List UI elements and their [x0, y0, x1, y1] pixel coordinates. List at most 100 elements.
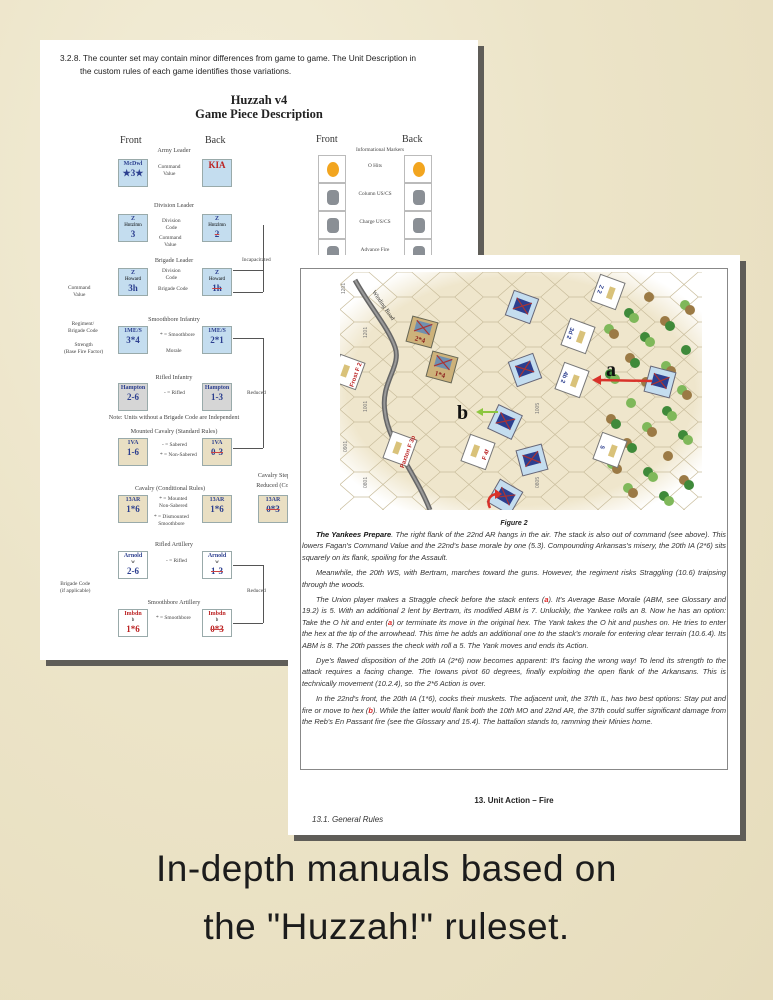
leader-counter-text: 3d 2	[564, 326, 574, 340]
marker-label: Charge US/CS	[359, 219, 391, 225]
leader-counter: F 4f	[460, 433, 496, 471]
annotation-strength: Strength(Base Fire Factor)	[64, 342, 104, 355]
section-cavalry-step-2: Reduced (Con	[256, 482, 292, 489]
example-text: The Yankees Prepare. The right flank of …	[302, 529, 726, 732]
annotation-rifled: - = Rifled	[164, 390, 186, 396]
paragraph-2: Meanwhile, the 20th WS, with Bertram, ma…	[302, 568, 726, 589]
counter-bottom-text: 2	[214, 229, 220, 239]
counter-top-text: Hampton	[204, 385, 230, 391]
section-cavalry-conditional: Cavalry (Conditional Rules)	[134, 485, 206, 492]
counter-bottom-text: 1*6	[210, 504, 224, 514]
subsection-heading: 13.1. General Rules	[312, 815, 384, 824]
paragraph-4: Dye's flawed disposition of the 20th IA …	[302, 656, 726, 688]
tree-icon	[630, 358, 640, 368]
title-line-2: Game Piece Description	[195, 107, 323, 121]
counter-top-text: Imbdn	[208, 611, 226, 617]
label-a: a	[606, 359, 616, 381]
intro-paragraph: 3.2.8. The counter set may contain minor…	[60, 52, 472, 78]
union-infantry-counter	[643, 365, 677, 399]
counter-top-text: Hampton	[120, 385, 146, 391]
annotation-incapacitated: Incapacitated	[242, 257, 271, 263]
leader-counter-text: Z 2	[595, 284, 604, 295]
counter-bottom-text: 1h	[212, 283, 222, 293]
soldier-marker-icon	[318, 183, 346, 211]
counter-top-text: Imbdn	[124, 611, 142, 617]
union-infantry-counter	[507, 352, 543, 388]
arrow-b-head	[476, 408, 483, 416]
markers-title: Informational Markers	[355, 147, 405, 153]
markers-back-header: Back	[402, 134, 423, 145]
annotation-morale: Morale	[166, 348, 182, 354]
hex-number: 0801	[363, 477, 369, 488]
leader-counter: 5	[592, 431, 628, 469]
counter-top-text: Z	[214, 216, 219, 222]
counter-bottom-text: 1*6	[126, 504, 140, 514]
counter-army-back: KIA	[202, 159, 232, 187]
counter-top-text: Z	[214, 270, 219, 276]
marker-label: Advance Fire	[360, 247, 390, 253]
section-smoothbore-artillery: Smoothbore Artillery	[147, 599, 201, 606]
counter-top-text: Arnold	[207, 553, 227, 559]
counter-mid-text: Howard	[124, 277, 142, 282]
union-infantry-counter	[487, 404, 523, 440]
tree-icon	[663, 451, 673, 461]
section-army-leader: Army Leader	[157, 147, 191, 154]
section-mounted-cavalry: Mounted Cavalry (Standard Rules)	[130, 428, 218, 435]
counter-top-text: 13AR	[209, 497, 225, 503]
infantry-strength-text: 1*4	[434, 370, 447, 381]
paragraph-3: The Union player makes a Straggle check …	[302, 595, 726, 650]
woods	[603, 279, 695, 506]
caption-line-1: In-depth manuals based on	[156, 848, 617, 889]
counter-bottom-text: KIA	[208, 160, 226, 170]
counter-top-text: 13AR	[265, 497, 281, 503]
counter-mid-text: Hntzlmn	[208, 223, 226, 228]
leader-counter: Z 2	[590, 273, 626, 311]
tree-icon	[644, 292, 654, 302]
marker-label: O Hits	[368, 163, 382, 169]
counter-mid-text: w	[131, 560, 135, 565]
figure-label: Figure 2	[500, 520, 528, 527]
leader-counter: 3d 2	[560, 317, 596, 355]
paragraph-1: The Yankees Prepare. The right flank of …	[302, 530, 726, 562]
tree-icon	[611, 419, 621, 429]
soldier-marker-icon	[404, 211, 432, 239]
tree-icon	[685, 305, 695, 315]
explosion-marker-icon	[404, 155, 432, 183]
hex-number: 0901	[343, 441, 349, 452]
annotation-rifled-art: - = Rifled	[166, 558, 188, 564]
counter-top-text: McDwl	[123, 161, 143, 167]
annotation-brigade-code-applicable: Brigade Code(if applicable)	[60, 581, 91, 594]
caption-line-2: the "Huzzah!" ruleset.	[203, 906, 570, 947]
section-brigade-leader: Brigade Leader	[154, 257, 194, 264]
label-b: b	[457, 402, 468, 424]
example-box	[300, 268, 728, 770]
tree-icon	[626, 398, 636, 408]
annotation-smoothbore-art: * = Smoothbore	[156, 615, 191, 621]
annotation-reduced: Reduced	[247, 390, 266, 396]
tree-icon	[664, 496, 674, 506]
infantry-strength-text: 2*4	[414, 335, 427, 346]
counter-mid-text: b	[131, 618, 135, 623]
counter-army-front: McDwl★3★	[118, 159, 148, 187]
counter-bottom-text: 1-3	[211, 392, 223, 402]
counter-top-text: 1ME/S	[208, 328, 226, 334]
paragraph-5: In the 22nd's front, the 20th IA (1*6), …	[302, 694, 726, 727]
annotation-reduced-art: Reduced	[247, 588, 266, 594]
counter-top-text: 1VA	[211, 440, 223, 446]
counter-bottom-text: 3h	[128, 283, 138, 293]
counter-bottom-text: 3	[130, 229, 136, 239]
confederate-infantry-counter: 2*4	[405, 315, 439, 349]
tree-icon	[609, 329, 619, 339]
annotation-non-sabered: * = Non-Sabered	[160, 452, 197, 458]
